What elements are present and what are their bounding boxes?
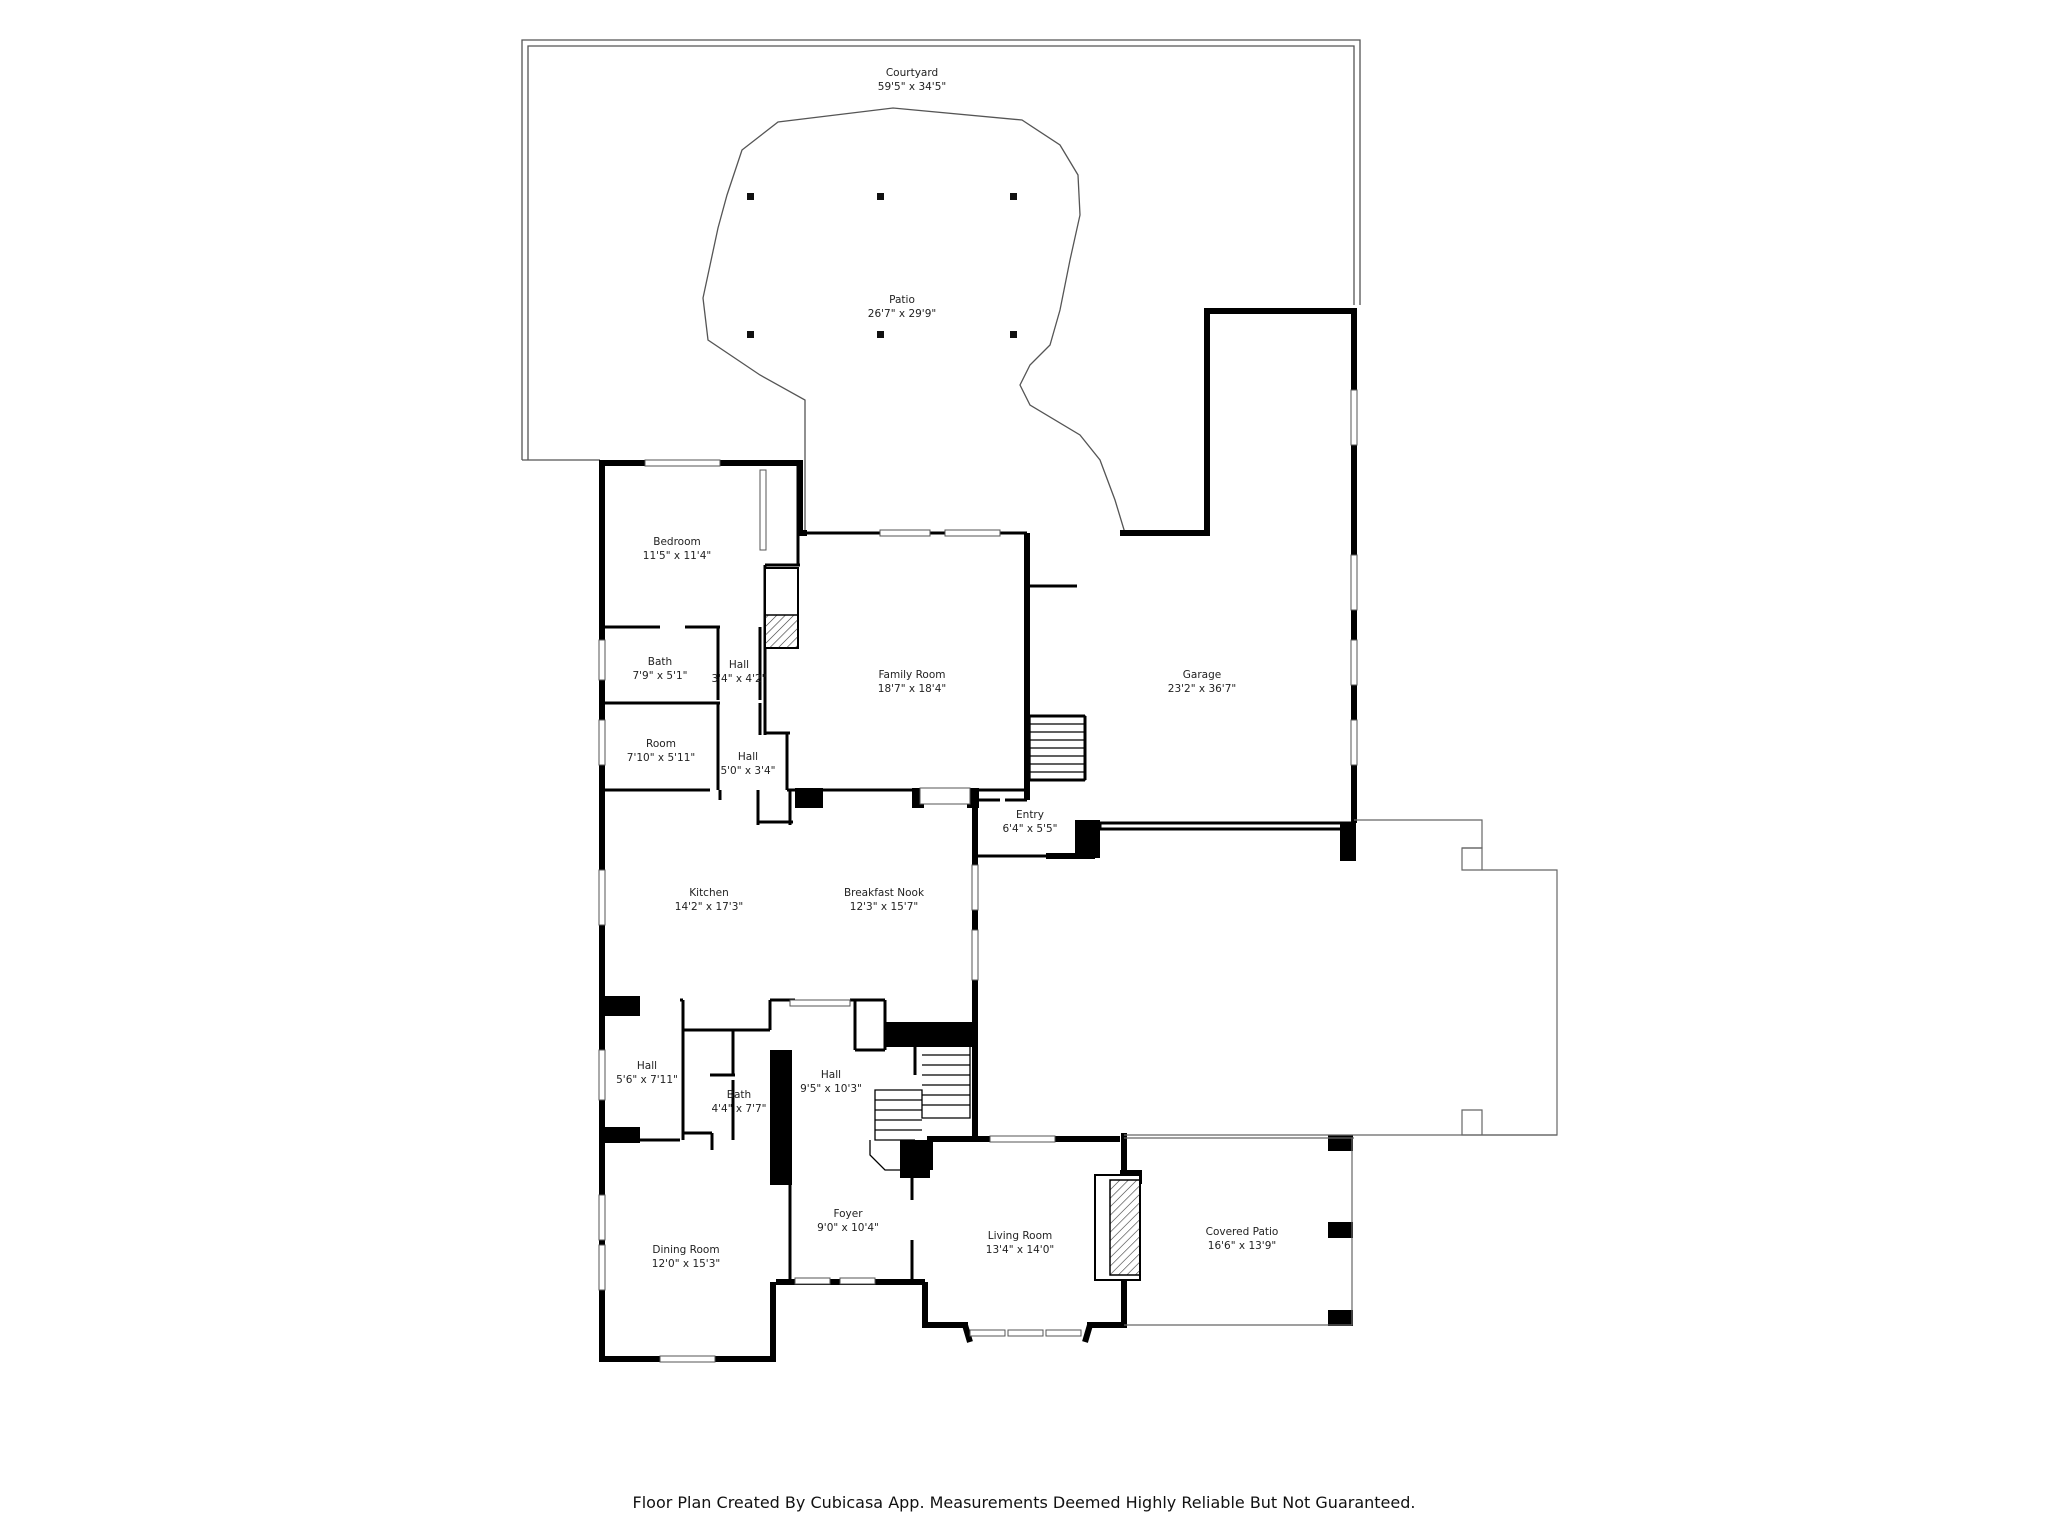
patio-columns <box>747 193 1017 338</box>
garage-dims: 23'2" x 36'7" <box>1168 683 1236 695</box>
stairs <box>869 715 1086 1171</box>
breakfast-nook-dims: 12'3" x 15'7" <box>850 901 918 913</box>
hall-mid-dims: 5'0" x 3'4" <box>720 765 775 777</box>
family-room-dims: 18'7" x 18'4" <box>878 683 946 695</box>
covered-patio-dims: 16'6" x 13'9" <box>1208 1240 1276 1252</box>
breakfast-nook-name: Breakfast Nook <box>844 887 925 899</box>
bedroom-dims: 11'5" x 11'4" <box>643 550 711 562</box>
kitchen-name: Kitchen <box>689 887 728 899</box>
covered-patio-name: Covered Patio <box>1206 1226 1279 1238</box>
garage-name: Garage <box>1183 669 1221 681</box>
room-dims: 7'10" x 5'11" <box>627 752 695 764</box>
bath-lower-name: Bath <box>727 1089 751 1101</box>
patio-outline <box>702 107 1126 534</box>
hall-mid-name: Hall <box>738 751 758 763</box>
hall-upper-dims: 3'4" x 4'2" <box>711 673 766 685</box>
footer-disclaimer: Floor Plan Created By Cubicasa App. Meas… <box>632 1493 1416 1512</box>
entry-name: Entry <box>1016 809 1044 821</box>
hall-upper-name: Hall <box>729 659 749 671</box>
kitchen-dims: 14'2" x 17'3" <box>675 901 743 913</box>
patio-dims: 26'7" x 29'9" <box>868 308 936 320</box>
bedroom-name: Bedroom <box>653 536 701 548</box>
living-room-dims: 13'4" x 14'0" <box>986 1244 1054 1256</box>
room-name: Room <box>646 738 676 750</box>
courtyard-name: Courtyard <box>886 67 938 79</box>
hall-center-dims: 9'5" x 10'3" <box>800 1083 862 1095</box>
bath-upper-dims: 7'9" x 5'1" <box>632 670 687 682</box>
courtyard-dims: 59'5" x 34'5" <box>878 81 946 93</box>
foyer-name: Foyer <box>833 1208 863 1220</box>
dining-room-name: Dining Room <box>652 1244 719 1256</box>
room-labels: Courtyard 59'5" x 34'5" Patio 26'7" x 29… <box>616 67 1278 1270</box>
fireplaces <box>764 567 1141 1281</box>
foyer-dims: 9'0" x 10'4" <box>817 1222 879 1234</box>
canopy-outline <box>1124 819 1558 1326</box>
hall-west-dims: 5'6" x 7'11" <box>616 1074 678 1086</box>
bath-upper-name: Bath <box>648 656 672 668</box>
windows <box>598 389 1358 1363</box>
patio-name: Patio <box>889 294 915 306</box>
family-room-name: Family Room <box>878 669 945 681</box>
hall-west-name: Hall <box>637 1060 657 1072</box>
living-room-name: Living Room <box>988 1230 1052 1242</box>
bath-lower-dims: 4'4" x 7'7" <box>711 1103 766 1115</box>
entry-dims: 6'4" x 5'5" <box>1002 823 1057 835</box>
hall-center-name: Hall <box>821 1069 841 1081</box>
courtyard-outline <box>521 39 1361 461</box>
dining-room-dims: 12'0" x 15'3" <box>652 1258 720 1270</box>
